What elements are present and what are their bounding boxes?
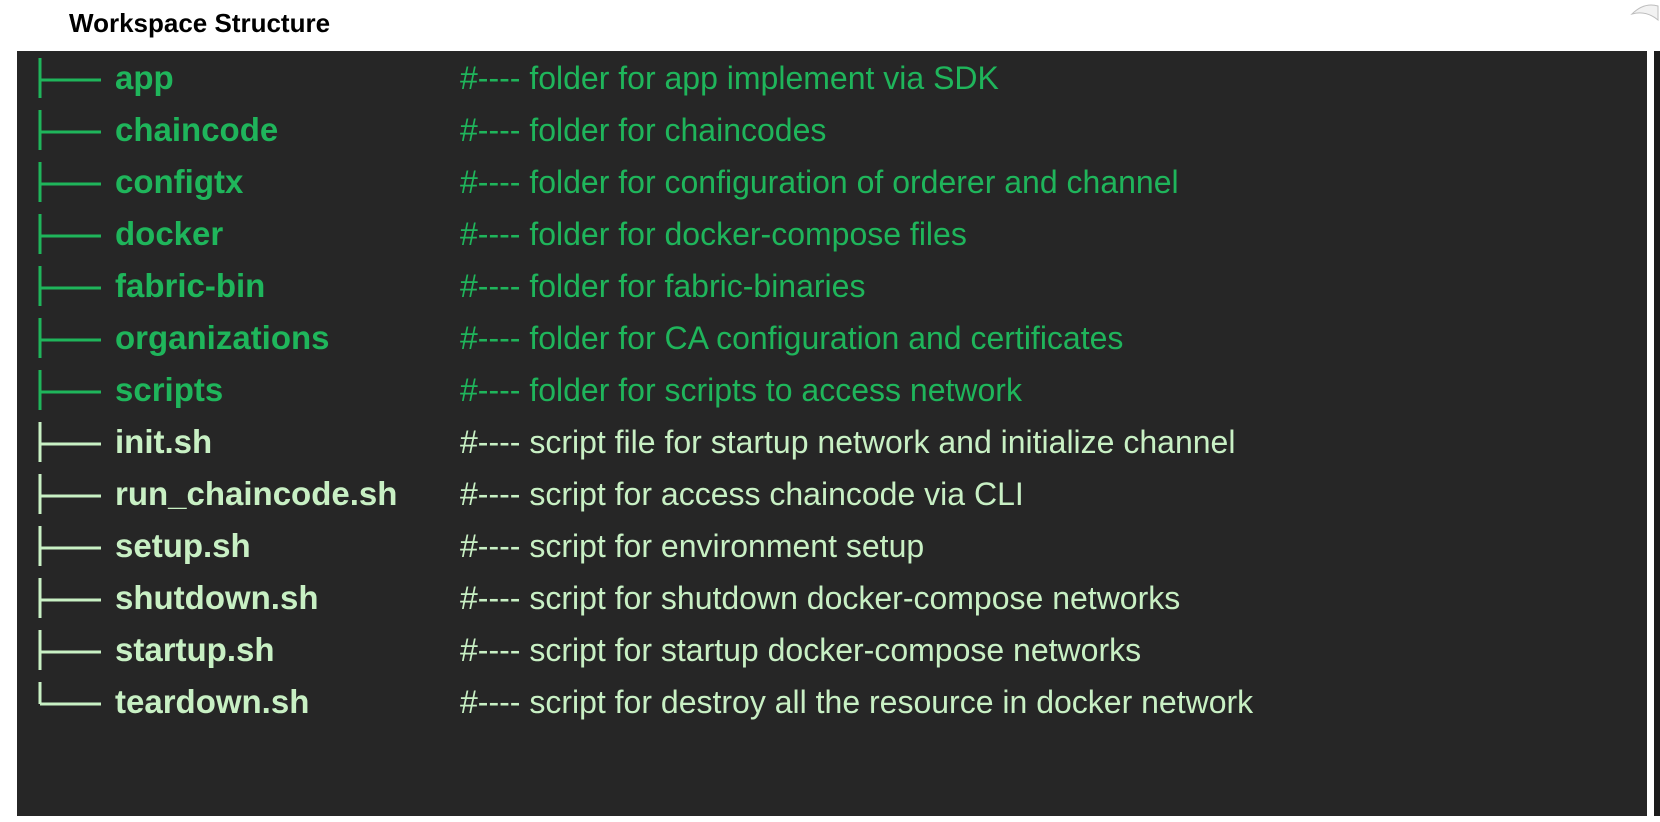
entry-name: app [115, 59, 174, 96]
entry-comment: #---- script for environment setup [460, 528, 925, 564]
entry-comment: #---- script for startup docker-compose … [460, 632, 1142, 668]
entry-name: fabric-bin [115, 267, 266, 304]
entry-name: scripts [115, 371, 224, 408]
terminal-panel: app #---- folder for app implement via SD… [17, 51, 1647, 816]
page-title: Workspace Structure [69, 8, 331, 38]
entry-comment: #---- script file for startup network an… [460, 424, 1236, 460]
tree-branch-icon [37, 214, 101, 254]
tree-branch-icon [37, 162, 101, 202]
entry-name: chaincode [115, 111, 279, 148]
tree-branch-icon [37, 318, 101, 358]
tree-row-folder: docker #---- folder for docker-compose fi… [17, 207, 1647, 259]
entry-comment: #---- folder for chaincodes [460, 112, 827, 148]
entry-name: run_chaincode.sh [115, 475, 398, 512]
tree-row-file: setup.sh #---- script for environment set… [17, 519, 1647, 571]
entry-name: configtx [115, 163, 244, 200]
tree-branch-icon [37, 110, 101, 150]
entry-comment: #---- folder for CA configuration and ce… [460, 320, 1124, 356]
tree-row-file: startup.sh #---- script for startup docke… [17, 623, 1647, 675]
tree-row-file: run_chaincode.sh #---- script for access … [17, 467, 1647, 519]
entry-comment: #---- script for shutdown docker-compose… [460, 580, 1181, 616]
entry-comment: #---- folder for configuration of ordere… [460, 164, 1179, 200]
tree-branch-icon [37, 370, 101, 410]
tree-row-folder: app #---- folder for app implement via SD… [17, 51, 1647, 103]
tree-branch-icon [37, 578, 101, 618]
scrollbar[interactable] [1654, 51, 1660, 816]
entry-name: teardown.sh [115, 683, 310, 720]
entry-name: docker [115, 215, 224, 252]
entry-name: startup.sh [115, 631, 275, 668]
tree-branch-icon [37, 58, 101, 98]
entry-comment: #---- folder for scripts to access netwo… [460, 372, 1022, 408]
tree-row-folder: configtx #---- folder for configuration o… [17, 155, 1647, 207]
tree-row-file: init.sh #---- script file for startup net… [17, 415, 1647, 467]
tree-row-folder: chaincode #---- folder for chaincodes [17, 103, 1647, 155]
tree-branch-icon [37, 422, 101, 462]
tree-row-folder: organizations #---- folder for CA configu… [17, 311, 1647, 363]
entry-comment: #---- folder for fabric-binaries [460, 268, 866, 304]
entry-name: setup.sh [115, 527, 251, 564]
entry-name: organizations [115, 319, 330, 356]
tree-row-file: shutdown.sh #---- script for shutdown doc… [17, 571, 1647, 623]
tree-branch-icon [37, 630, 101, 670]
entry-comment: #---- folder for app implement via SDK [460, 60, 999, 96]
tree-branch-icon [37, 474, 101, 514]
page-curl-icon [1630, 4, 1659, 22]
tree-branch-icon [37, 266, 101, 306]
tree-row-file: teardown.sh #---- script for destroy all … [17, 675, 1647, 727]
entry-comment: #---- script for access chaincode via CL… [460, 476, 1024, 512]
entry-name: shutdown.sh [115, 579, 319, 616]
tree-row-folder: fabric-bin #---- folder for fabric-binari… [17, 259, 1647, 311]
tree-row-folder: scripts #---- folder for scripts to acces… [17, 363, 1647, 415]
entry-comment: #---- folder for docker-compose files [460, 216, 967, 252]
tree-last-branch-icon [37, 682, 101, 722]
entry-comment: #---- script for destroy all the resourc… [460, 684, 1254, 720]
entry-name: init.sh [115, 423, 213, 460]
tree-branch-icon [37, 526, 101, 566]
directory-tree: app #---- folder for app implement via SD… [17, 51, 1647, 727]
